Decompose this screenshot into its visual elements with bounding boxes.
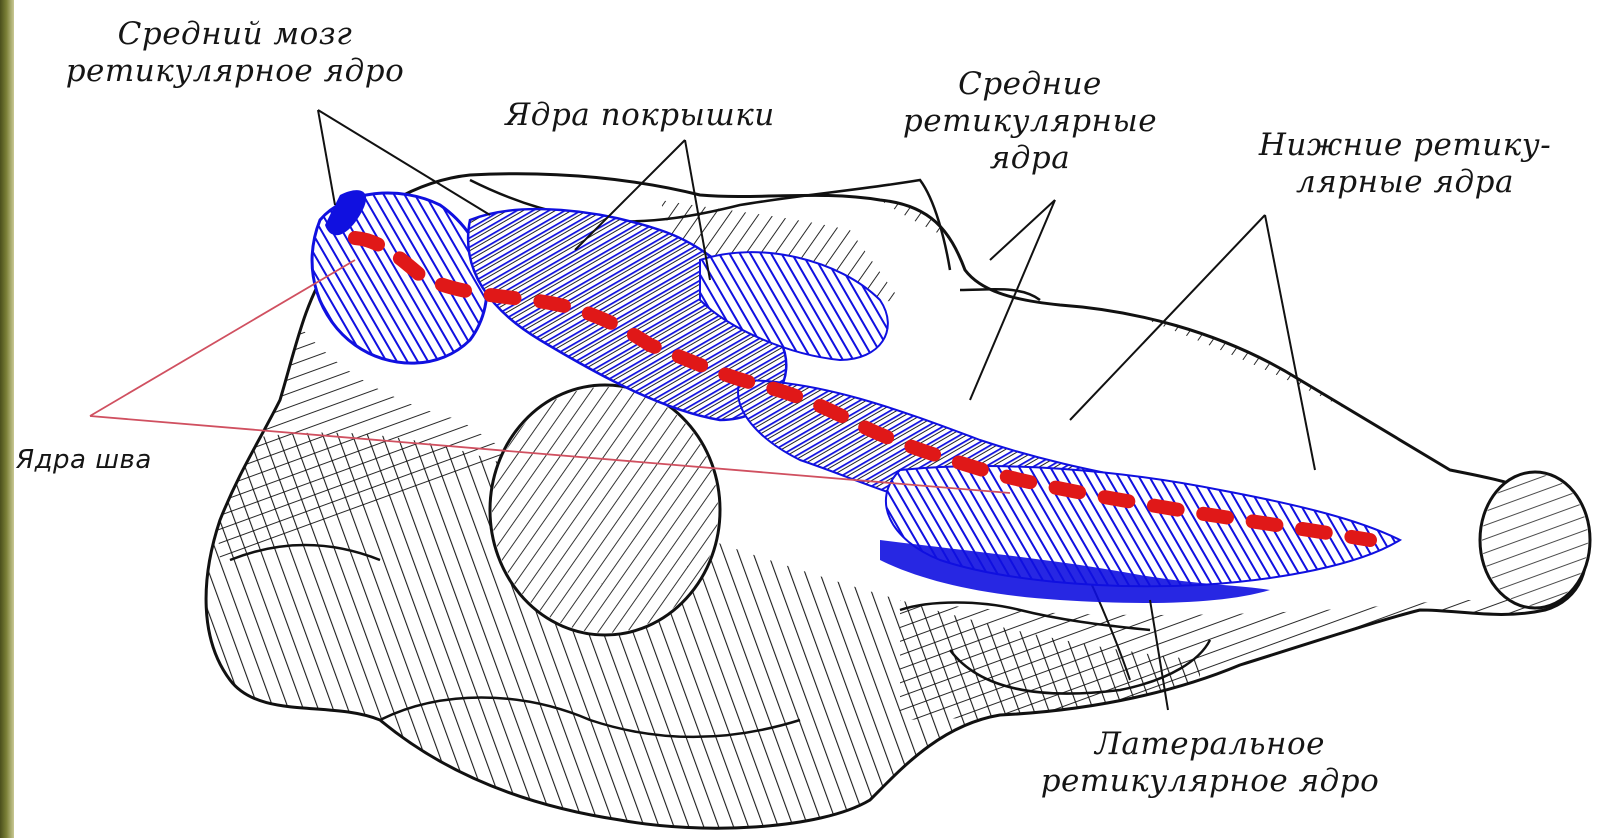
label-lateral-line1: Латеральное xyxy=(1000,726,1420,763)
label-lateral-line2: ретикулярное ядро xyxy=(1000,763,1420,800)
label-midbrain-reticular-nucleus: Средний мозг ретикулярное ядро xyxy=(40,16,430,90)
label-raphe-nuclei: Ядра шва xyxy=(16,442,152,479)
label-tegmental-line1: Ядра покрышки xyxy=(475,97,805,134)
label-tegmental-nuclei: Ядра покрышки xyxy=(475,97,805,134)
label-lower-line2: лярные ядра xyxy=(1225,164,1585,201)
label-lower-line1: Нижние ретику- xyxy=(1225,127,1585,164)
label-midbrain-line1: Средний мозг xyxy=(40,16,430,53)
label-middle-reticular-nuclei: Средние ретикулярные ядра xyxy=(880,66,1180,177)
label-raphe-line1: Ядра шва xyxy=(16,442,152,479)
label-middle-line1: Средние xyxy=(880,66,1180,103)
label-midbrain-line2: ретикулярное ядро xyxy=(40,53,430,90)
label-middle-line3: ядра xyxy=(880,140,1180,177)
label-lower-reticular-nuclei: Нижние ретику- лярные ядра xyxy=(1225,127,1585,201)
label-lateral-reticular-nucleus: Латеральное ретикулярное ядро xyxy=(1000,726,1420,800)
label-middle-line2: ретикулярные xyxy=(880,103,1180,140)
